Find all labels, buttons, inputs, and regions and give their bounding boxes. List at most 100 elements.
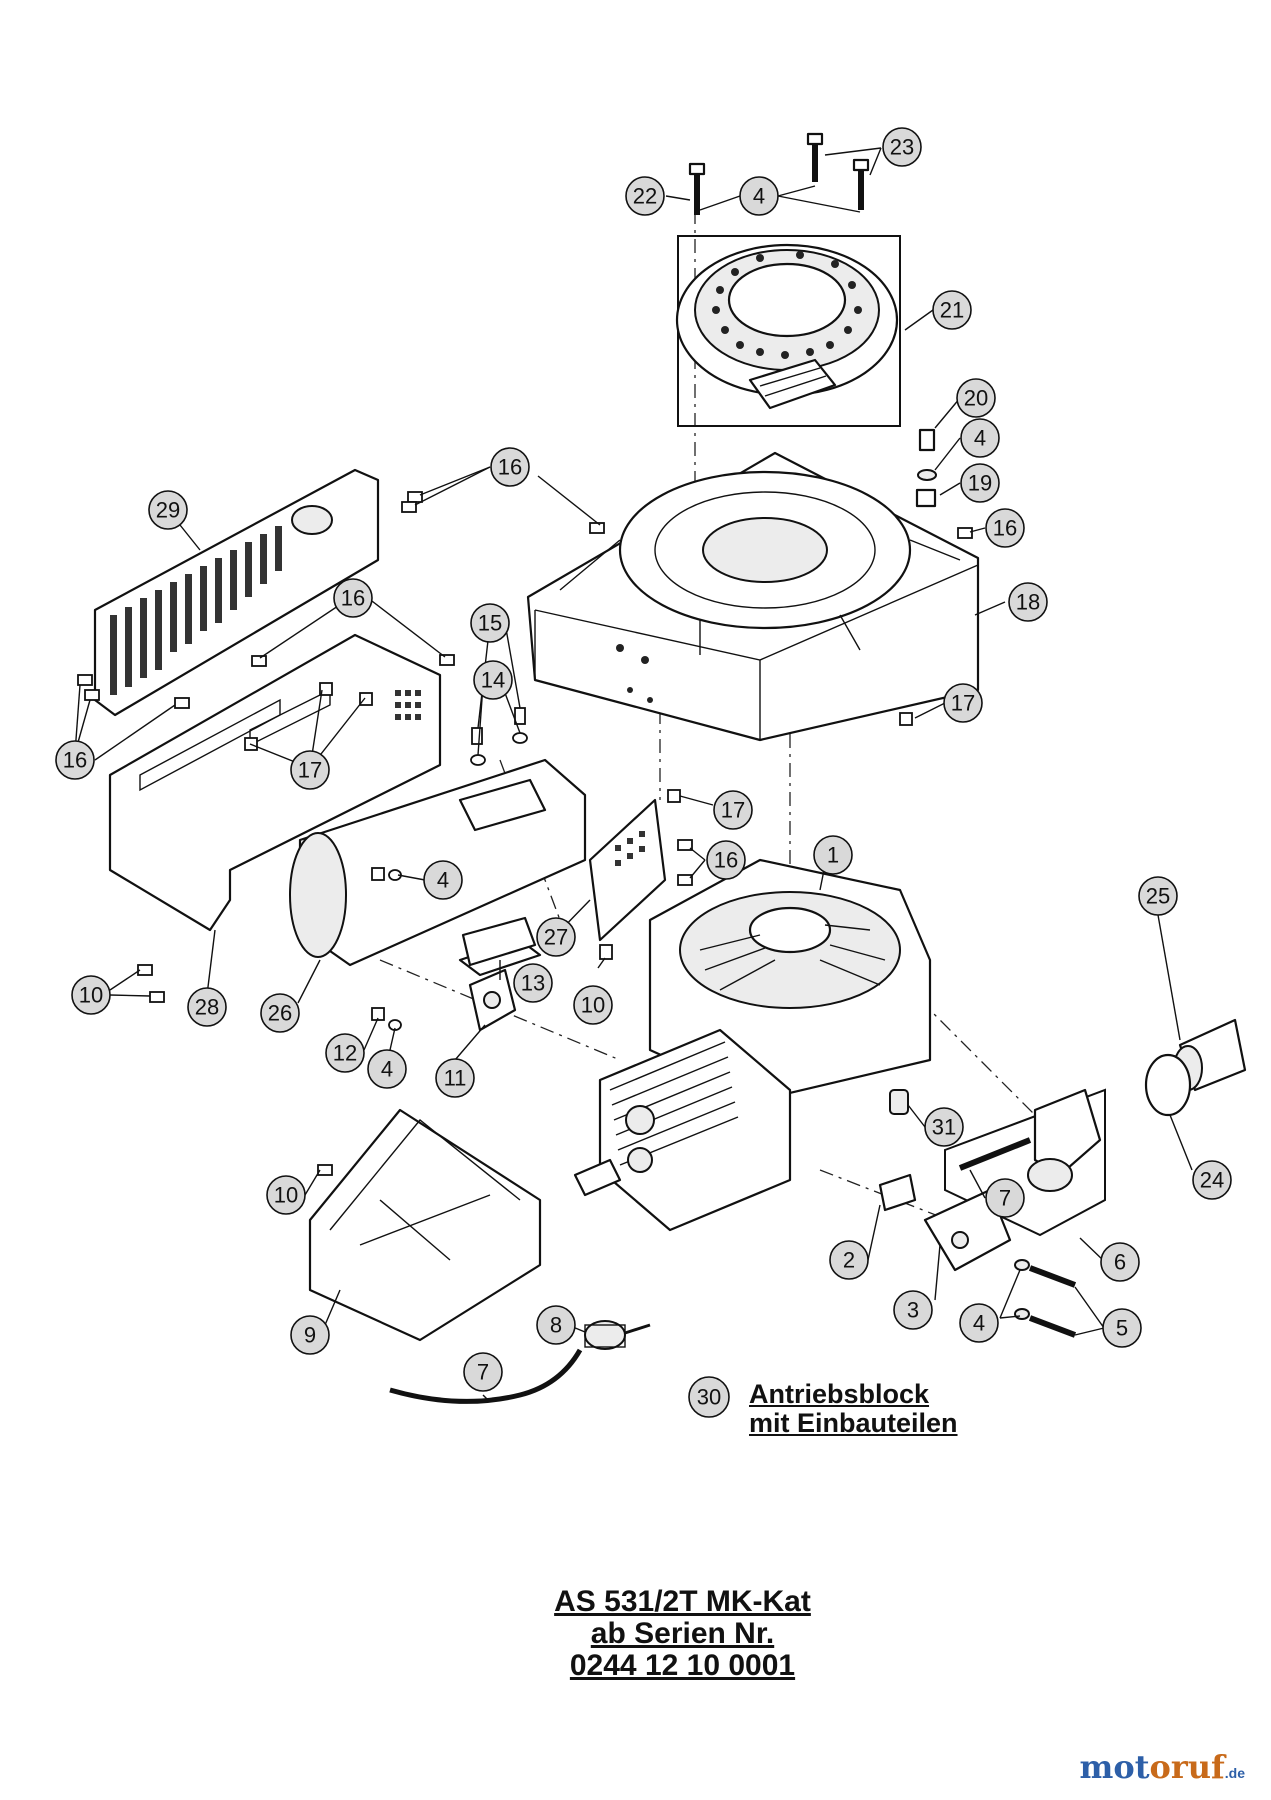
screw-and-bushing xyxy=(915,428,937,508)
callout-c28: 28 xyxy=(187,987,227,1027)
svg-text:23: 23 xyxy=(890,135,914,160)
svg-text:10: 10 xyxy=(581,993,605,1018)
svg-text:21: 21 xyxy=(940,298,964,323)
svg-text:4: 4 xyxy=(974,426,986,451)
plug-part-31 xyxy=(889,1089,909,1115)
callout-c4b: 4 xyxy=(960,418,1000,458)
fasteners xyxy=(77,491,973,1176)
svg-text:26: 26 xyxy=(268,1001,292,1026)
callout-c7b: 7 xyxy=(463,1352,503,1392)
air-filter-adapter-part-25 xyxy=(1144,1018,1247,1117)
callout-c4a: 4 xyxy=(739,176,779,216)
fuel-hose-part-7 xyxy=(389,1348,583,1404)
callout-c20: 20 xyxy=(956,378,996,418)
callout-c15: 15 xyxy=(470,603,510,643)
brand-logo-part2: oruf xyxy=(1149,1748,1225,1786)
model-title-block: AS 531/2T MK-Kat ab Serien Nr. 0244 12 1… xyxy=(520,1586,845,1682)
callout-c4e: 4 xyxy=(959,1303,999,1343)
callout-c26: 26 xyxy=(260,993,300,1033)
svg-text:17: 17 xyxy=(951,691,975,716)
callout-c2: 2 xyxy=(829,1240,869,1280)
svg-text:11: 11 xyxy=(444,1066,467,1091)
brand-logo-part1: mot xyxy=(1079,1748,1150,1786)
svg-text:13: 13 xyxy=(521,971,545,996)
callout-c7a: 7 xyxy=(985,1178,1025,1218)
blower-housing-part-18 xyxy=(526,451,980,742)
svg-text:17: 17 xyxy=(298,758,322,783)
svg-text:17: 17 xyxy=(721,798,745,823)
callout-c16c: 16 xyxy=(333,578,373,618)
assembly-label-line1: Antriebsblock xyxy=(749,1379,930,1409)
svg-text:9: 9 xyxy=(304,1323,316,1348)
callout-c21: 21 xyxy=(932,290,972,330)
svg-text:3: 3 xyxy=(907,1298,919,1323)
svg-text:7: 7 xyxy=(999,1186,1011,1211)
callout-c25: 25 xyxy=(1138,876,1178,916)
plate-part-13 xyxy=(461,916,537,967)
callout-c16d: 16 xyxy=(55,740,95,780)
callout-c19: 19 xyxy=(960,463,1000,503)
callout-c8: 8 xyxy=(536,1305,576,1345)
rear-grille-part-29 xyxy=(93,468,380,717)
callout-c17a: 17 xyxy=(943,683,983,723)
svg-text:20: 20 xyxy=(964,386,988,411)
carburetor-set-part-6 xyxy=(944,1088,1106,1237)
brand-logo: motoruf.de xyxy=(1080,1748,1245,1786)
svg-text:16: 16 xyxy=(993,516,1017,541)
callout-c5: 5 xyxy=(1102,1308,1142,1348)
model-title-line3: 0244 12 10 0001 xyxy=(569,1649,796,1682)
callout-c10a: 10 xyxy=(573,985,613,1025)
fuel-filter-part-8 xyxy=(584,1320,651,1350)
svg-text:30: 30 xyxy=(697,1385,721,1410)
svg-text:4: 4 xyxy=(973,1311,985,1336)
callout-c3: 3 xyxy=(893,1290,933,1330)
svg-text:31: 31 xyxy=(932,1115,956,1140)
callout-c13: 13 xyxy=(513,963,553,1003)
callout-c9: 9 xyxy=(290,1315,330,1355)
callout-c16a: 16 xyxy=(490,447,530,487)
callout-c11: 11 xyxy=(435,1058,475,1098)
svg-text:24: 24 xyxy=(1200,1168,1224,1193)
svg-text:12: 12 xyxy=(333,1041,357,1066)
callout-c12: 12 xyxy=(325,1033,365,1073)
svg-text:19: 19 xyxy=(968,471,992,496)
svg-text:4: 4 xyxy=(381,1057,393,1082)
air-guide-part-28 xyxy=(108,633,442,932)
callout-c31: 31 xyxy=(924,1107,964,1147)
svg-text:16: 16 xyxy=(498,455,522,480)
model-title-line1: AS 531/2T MK-Kat xyxy=(554,1585,811,1618)
callout-c4d: 4 xyxy=(367,1049,407,1089)
callout-c14: 14 xyxy=(473,660,513,700)
svg-text:16: 16 xyxy=(341,586,365,611)
recoil-starter-part-21 xyxy=(675,235,901,427)
front-cover-part-9 xyxy=(308,1108,542,1342)
intake-parts xyxy=(878,1173,1077,1338)
model-title-line2: ab Serien Nr. xyxy=(590,1617,775,1650)
svg-text:27: 27 xyxy=(544,925,568,950)
callout-c10b: 10 xyxy=(71,975,111,1015)
svg-text:16: 16 xyxy=(714,848,738,873)
bracket-part-27 xyxy=(588,798,667,942)
engine-block-part-1 xyxy=(573,858,932,1232)
svg-text:5: 5 xyxy=(1116,1316,1128,1341)
callout-c10c: 10 xyxy=(266,1175,306,1215)
callout-c27: 27 xyxy=(536,917,576,957)
assembly-label-line2: mit Einbauteilen xyxy=(749,1408,958,1438)
svg-text:10: 10 xyxy=(274,1183,298,1208)
callout-c17b: 17 xyxy=(290,750,330,790)
callout-c18: 18 xyxy=(1008,582,1048,622)
svg-text:22: 22 xyxy=(633,184,657,209)
svg-text:16: 16 xyxy=(63,748,87,773)
starter-bolts xyxy=(688,132,870,215)
svg-text:10: 10 xyxy=(79,983,103,1008)
callout-c29: 29 xyxy=(148,490,188,530)
svg-text:4: 4 xyxy=(437,868,449,893)
svg-text:29: 29 xyxy=(156,498,180,523)
svg-text:2: 2 xyxy=(843,1248,855,1273)
svg-text:18: 18 xyxy=(1016,590,1040,615)
svg-text:4: 4 xyxy=(753,184,765,209)
svg-text:25: 25 xyxy=(1146,884,1170,909)
svg-text:6: 6 xyxy=(1114,1250,1126,1275)
assembly-label: Antriebsblock mit Einbauteilen xyxy=(749,1380,958,1438)
